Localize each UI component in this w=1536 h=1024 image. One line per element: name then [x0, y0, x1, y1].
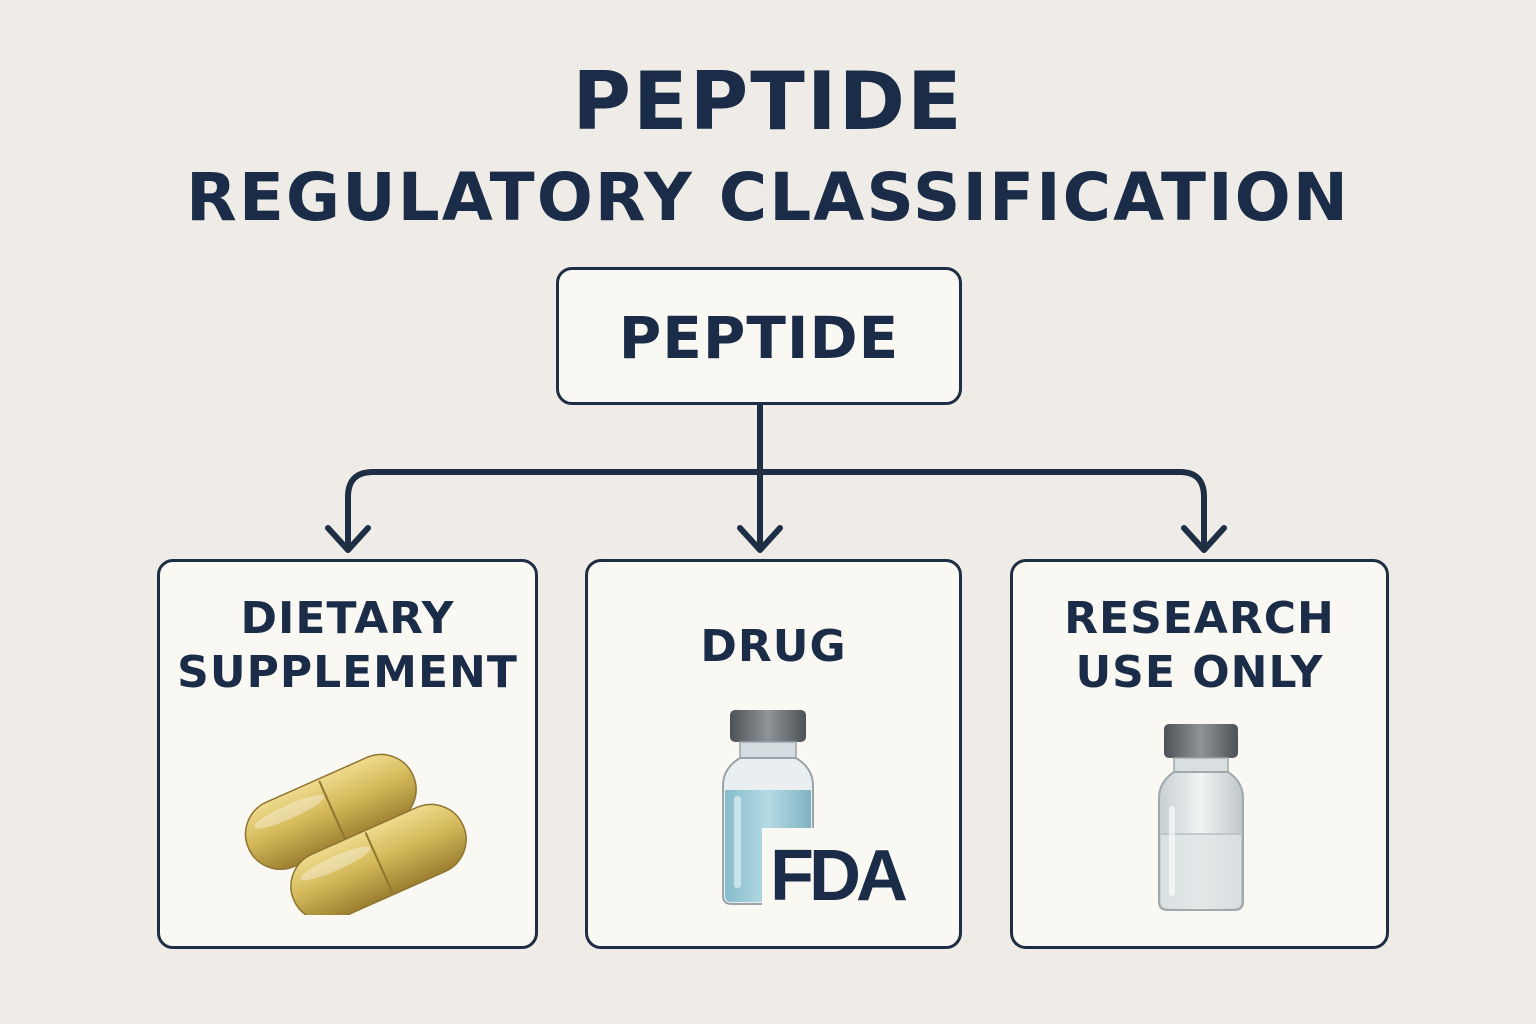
- root-node-label: PEPTIDE: [618, 304, 900, 372]
- arrowhead-center: [737, 525, 783, 553]
- fda-badge: FDA: [762, 828, 930, 916]
- title-line-1: PEPTIDE: [572, 55, 964, 148]
- category-label: RESEARCH USE ONLY: [1064, 593, 1335, 698]
- category-label: DRUG: [700, 621, 847, 672]
- title-line-2: REGULATORY CLASSIFICATION: [186, 159, 1350, 236]
- empty-vial-icon: [1158, 724, 1244, 911]
- capsules-icon: [244, 753, 467, 915]
- root-node-box: PEPTIDE: [556, 267, 962, 405]
- fda-logo-text: FDA: [770, 836, 908, 916]
- horizontal-branch-line: [345, 469, 1207, 551]
- category-label: DIETARY SUPPLEMENT: [177, 593, 518, 698]
- arrowhead-left: [325, 525, 371, 553]
- arrowhead-right: [1181, 525, 1227, 553]
